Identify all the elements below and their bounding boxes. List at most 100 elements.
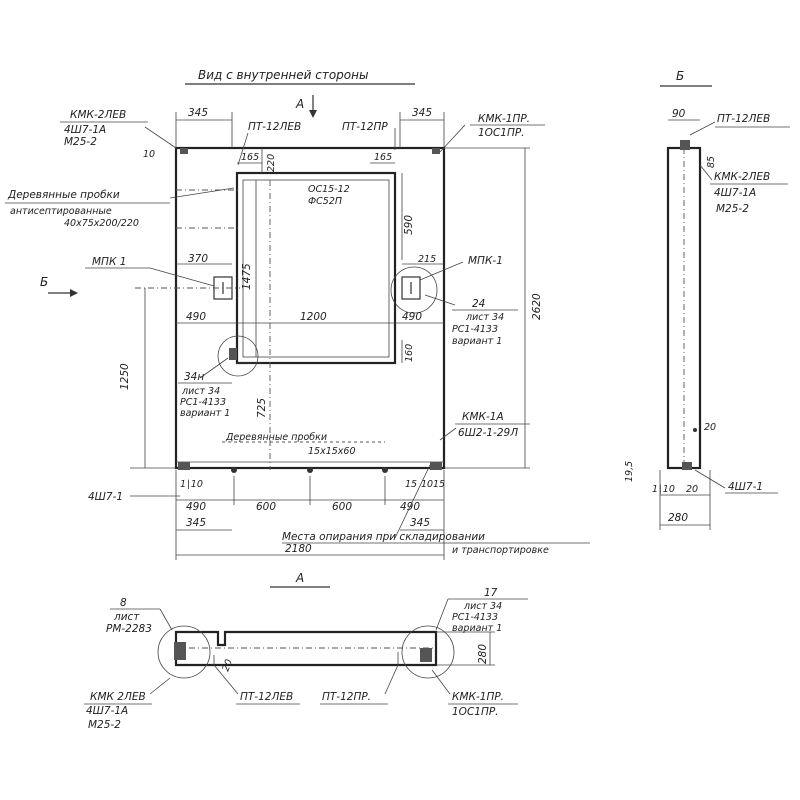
dim-600-right: 600 bbox=[332, 501, 352, 513]
label-os15: ОС15-12 bbox=[308, 184, 350, 195]
dim-15-right: 15 bbox=[433, 479, 445, 490]
dim-110-left: 1∣10 bbox=[180, 479, 203, 490]
top-hook-left bbox=[180, 148, 188, 154]
leader-side-pt12lev bbox=[689, 121, 716, 136]
dim-19-5: 19,5 bbox=[624, 461, 635, 482]
dim-490-bottom-left: 490 bbox=[186, 501, 206, 513]
dim-10: 10 bbox=[143, 149, 155, 160]
dim-345-right: 345 bbox=[412, 107, 432, 119]
label-plan-kmk1pr: КМК-1ПР. bbox=[452, 691, 504, 703]
leader-kmk1pr bbox=[439, 124, 466, 153]
leader-side-4shw7-1 bbox=[694, 469, 726, 489]
label-supports-2: и транспортировке bbox=[452, 545, 549, 556]
dim-15: 15 bbox=[405, 479, 417, 490]
leader-plan-pt12lev bbox=[213, 664, 239, 695]
dim-10-right: 10 bbox=[421, 479, 433, 490]
dim-20-plan: 20 bbox=[220, 658, 234, 673]
leader-plan-kmk2lev bbox=[149, 677, 171, 695]
label-ios1pr: 1ОС1ПР. bbox=[478, 127, 525, 139]
label-wood-plugs-bottom-size: 15х15х60 bbox=[308, 446, 356, 457]
label-mpk1-left: МПК 1 bbox=[92, 256, 126, 268]
label-side-4shw7-1a: 4Ш7-1А bbox=[714, 187, 756, 199]
label-plan-m25-2: М25-2 bbox=[88, 719, 121, 731]
dim-215: 215 bbox=[418, 254, 436, 265]
wood-plug-3 bbox=[382, 467, 388, 473]
label-plan-17: 17 bbox=[484, 587, 498, 599]
label-plan-variant1: вариант 1 bbox=[452, 623, 502, 634]
plan-anchor-left bbox=[174, 642, 186, 660]
label-ref34n: 34н bbox=[184, 371, 204, 383]
dim-165-right: 165 bbox=[374, 152, 392, 163]
dim-220: 220 bbox=[266, 154, 277, 172]
dim-280-plan: 280 bbox=[477, 644, 489, 664]
leader-supports bbox=[394, 464, 431, 539]
dim-90: 90 bbox=[672, 108, 686, 120]
dim-370: 370 bbox=[188, 253, 208, 265]
dim-345-bottom-right: 345 bbox=[410, 517, 430, 529]
label-list34b: лист 34 bbox=[181, 386, 220, 397]
label-plan-rm2283: РМ-2283 bbox=[106, 623, 152, 635]
label-side-kmk2lev: КМК-2ЛЕВ bbox=[714, 171, 770, 183]
window-frame-inner bbox=[242, 179, 390, 358]
label-side-m25-2: М25-2 bbox=[716, 203, 749, 215]
leader-plan-8 bbox=[159, 608, 173, 631]
label-4shw7-1: 4Ш7-1 bbox=[88, 491, 123, 503]
side-view-b: Б 90 85 20 19,5 1∣10 20 280 ПТ-12ЛЕВ КМК… bbox=[624, 69, 790, 530]
label-plan-pt12pr: ПТ-12ПР. bbox=[322, 691, 371, 703]
side-plug bbox=[693, 428, 697, 432]
leader-plan-17 bbox=[435, 598, 449, 631]
leader-mpk1-right bbox=[419, 261, 464, 281]
view-title: Вид с внутренней стороны bbox=[198, 68, 368, 82]
plan-detail-circle-left bbox=[157, 625, 211, 679]
dim-600-left: 600 bbox=[256, 501, 276, 513]
label-kmk1pr: КМК-1ПР. bbox=[478, 113, 530, 125]
label-wood-plugs-size: 40х75х200/220 bbox=[64, 218, 139, 229]
label-plan-list34: лист 34 bbox=[463, 601, 502, 612]
dim-725: 725 bbox=[256, 398, 268, 418]
side-bottom-support bbox=[682, 462, 692, 470]
leader-mpk1-left bbox=[149, 267, 215, 287]
label-list34: лист 34 bbox=[465, 312, 504, 323]
dim-20-side: 20 bbox=[704, 422, 716, 433]
label-plan-list: лист bbox=[113, 611, 140, 623]
section-mark-a: А bbox=[295, 97, 304, 111]
detail-circle-24 bbox=[390, 266, 438, 314]
window-opening bbox=[235, 171, 397, 365]
main-elevation: Вид с внутренней стороны А bbox=[5, 68, 590, 560]
label-wood-plugs-bottom: Деревянные пробки bbox=[225, 432, 327, 443]
leader-plan-pt12pr bbox=[384, 664, 399, 695]
label-ref24: 24 bbox=[472, 298, 485, 310]
label-wood-plugs: Деревянные пробки bbox=[7, 189, 120, 201]
leader-ref24 bbox=[424, 294, 456, 306]
dim-2180: 2180 bbox=[285, 543, 312, 555]
mpk1-right-box bbox=[401, 276, 421, 300]
section-arrow-a-head bbox=[309, 110, 317, 118]
label-variant1: вариант 1 bbox=[452, 336, 502, 347]
label-4shw7-1a: 4Ш7-1А bbox=[64, 124, 106, 136]
dim-345-bottom-left: 345 bbox=[186, 517, 206, 529]
plan-view-a: А 280 20 8 лист РМ-2283 17 лист 34 РС1-4… bbox=[84, 571, 528, 731]
dim-1250: 1250 bbox=[119, 363, 131, 390]
leader-kmk2lev bbox=[144, 126, 177, 149]
plan-anchor-right bbox=[420, 648, 432, 662]
plan-outline bbox=[174, 630, 438, 667]
label-6shw2: 6Ш2-1-29Л bbox=[458, 427, 518, 439]
section-arrow-b-head bbox=[70, 289, 78, 297]
label-pt12pr: ПТ-12ПР bbox=[342, 121, 388, 133]
detail-anchor-34n bbox=[229, 348, 237, 360]
label-side-pt12lev: ПТ-12ЛЕВ bbox=[717, 113, 770, 125]
dim-1475: 1475 bbox=[241, 263, 253, 290]
label-plan-8: 8 bbox=[120, 597, 127, 609]
leader-plan-kmk1pr bbox=[431, 669, 451, 695]
wood-plug-1 bbox=[231, 467, 237, 473]
leader-side-kmk2lev bbox=[699, 164, 713, 181]
plan-detail-circle-right bbox=[401, 625, 455, 679]
label-plan-pt12lev: ПТ-12ЛЕВ bbox=[240, 691, 293, 703]
detail-circle-34n bbox=[217, 335, 259, 377]
dim-160: 160 bbox=[404, 344, 415, 362]
dim-110-side: 1∣10 bbox=[652, 484, 675, 495]
leader-pt12lev bbox=[237, 132, 249, 166]
bottom-support-left bbox=[178, 462, 190, 470]
section-mark-b-left: Б bbox=[40, 275, 48, 289]
label-fs52p: ФС52П bbox=[308, 196, 342, 207]
